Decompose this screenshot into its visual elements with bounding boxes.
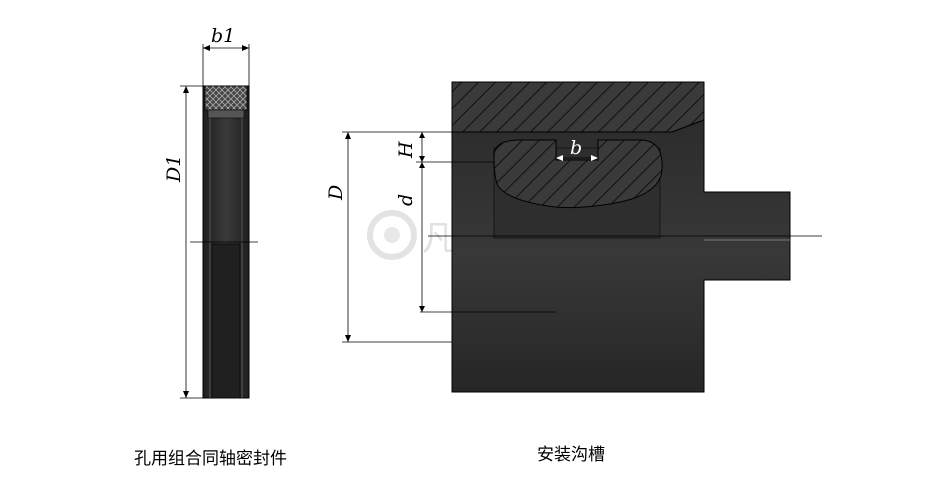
housing-section [451,81,705,133]
right-caption: 安装沟槽 [537,445,605,465]
dim-D-label: D [325,185,347,201]
dim-d-label: d [395,194,417,206]
groove-assembly [420,81,822,393]
dim-D1-label: D1 [163,155,185,183]
seal-ring-lip [207,109,245,119]
dim-b1-label: b1 [211,25,235,47]
seal-section [493,139,663,209]
dim-b1: b1 [202,25,250,86]
seal-ring-cross-section [204,85,248,111]
dim-d: d [395,162,425,312]
dim-b: b [556,137,598,161]
seal-ring [190,85,258,399]
dim-H-label: H [395,141,417,159]
left-caption: 孔用组合同轴密封件 [134,449,287,469]
dim-D1: D1 [163,85,203,399]
dim-b-label: b [570,137,582,159]
seal-ring-lower [211,243,241,399]
dim-D: D [325,131,452,343]
dim-H: H [395,131,494,163]
